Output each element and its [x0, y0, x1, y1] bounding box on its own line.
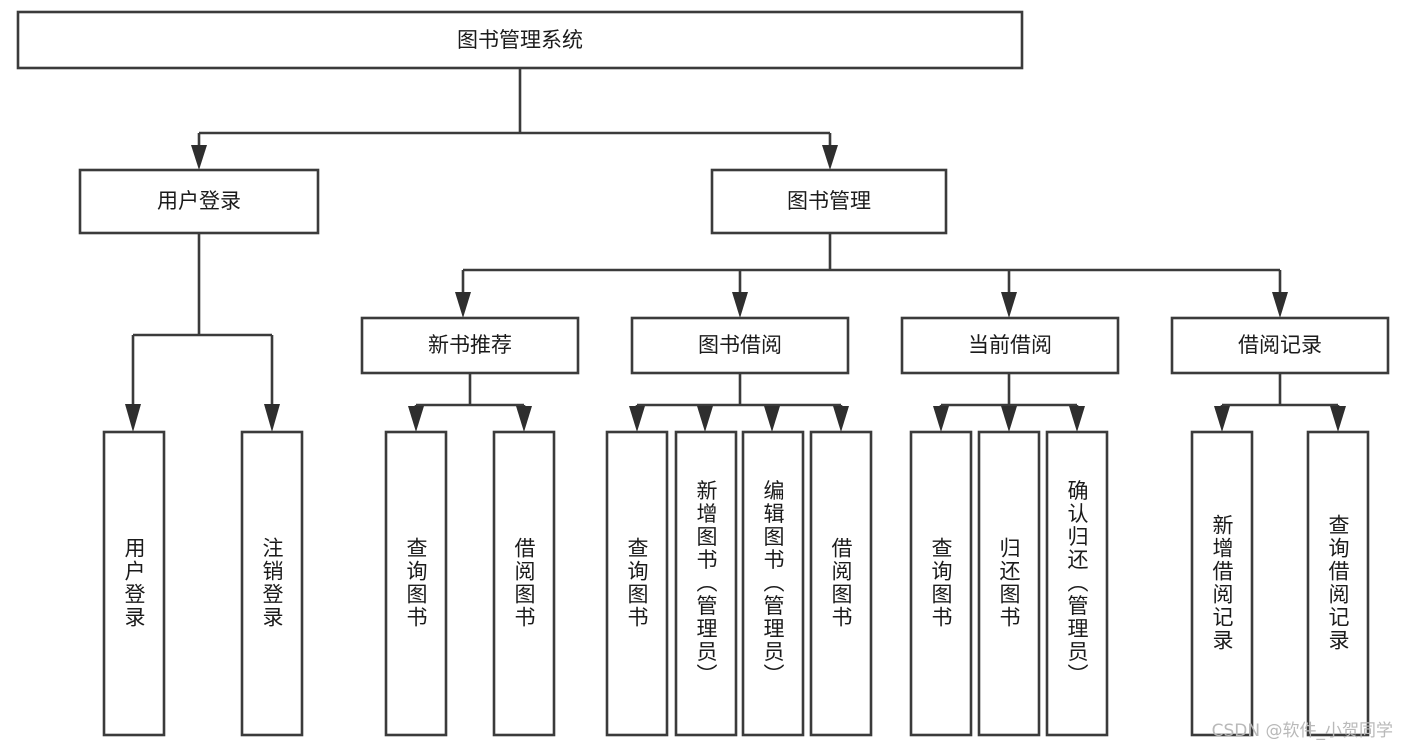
leaf-record-add[interactable]: 新增借阅记录	[1190, 430, 1254, 737]
leaf-record-query-label: 查询借阅记录	[1326, 514, 1350, 652]
leaf-newbook-query-book[interactable]: 查询图书	[384, 430, 448, 737]
node-user-login[interactable]: 用户登录	[78, 168, 320, 235]
arrow-head-current-l2	[1001, 406, 1017, 432]
connector-group-book-management	[455, 233, 1288, 318]
leaf-record-add-rect[interactable]	[1190, 430, 1254, 737]
arrow-head-newbook-l1	[408, 406, 424, 432]
node-current-borrow-label: 当前借阅	[968, 333, 1052, 357]
arrow-head-login-leaf1	[125, 404, 141, 432]
leaf-borrow-query-book-label: 查询图书	[625, 537, 649, 629]
arrow-head-current-l3	[1069, 406, 1085, 432]
leaf-current-return-book[interactable]: 归还图书	[977, 430, 1041, 737]
leaf-user-login-query-rect[interactable]	[102, 430, 166, 737]
arrow-head-borrow-l3	[764, 406, 780, 432]
leaf-newbook-borrow-book-label: 借阅图书	[512, 537, 536, 629]
leaf-record-query-rect[interactable]	[1306, 430, 1370, 737]
leaf-user-logout-label: 注销登录	[260, 537, 284, 629]
leaf-borrow-edit-book-label: 编辑图书（管理员）	[761, 480, 785, 687]
node-book-borrow-rect[interactable]	[630, 316, 850, 375]
connector-group-borrow-record	[1214, 373, 1346, 432]
leaf-current-confirm-return-label: 确认归还（管理员）	[1065, 480, 1089, 687]
node-new-book-recommend[interactable]: 新书推荐	[360, 316, 580, 375]
leaf-newbook-query-book-rect[interactable]	[384, 430, 448, 737]
node-root-system-label: 图书管理系统	[457, 28, 583, 52]
arrow-head-record-l2	[1330, 406, 1346, 432]
node-user-login-label: 用户登录	[157, 189, 241, 213]
leaf-borrow-borrow-book-label: 借阅图书	[829, 537, 853, 629]
connector-group-user-login	[125, 233, 280, 432]
leaf-record-query[interactable]: 查询借阅记录	[1306, 430, 1370, 737]
node-root-system[interactable]: 图书管理系统	[16, 10, 1024, 70]
arrow-head-borrow-l4	[833, 406, 849, 432]
node-root-system-rect[interactable]	[16, 10, 1024, 70]
connector-group-book-borrow	[629, 373, 849, 432]
connector-group-current-borrow	[933, 373, 1085, 432]
arrow-head-root-to-bookmgmt	[822, 145, 838, 170]
leaf-borrow-borrow-book-rect[interactable]	[809, 430, 873, 737]
leaf-current-query-book-label: 查询图书	[929, 537, 953, 629]
node-book-management-label: 图书管理	[787, 189, 871, 213]
node-book-borrow[interactable]: 图书借阅	[630, 316, 850, 375]
arrow-head-root-to-login	[191, 145, 207, 170]
leaf-user-logout[interactable]: 注销登录	[240, 430, 304, 737]
node-current-borrow-rect[interactable]	[900, 316, 1120, 375]
connector-group-new-book	[408, 373, 532, 432]
leaf-current-return-book-rect[interactable]	[977, 430, 1041, 737]
arrow-head-current-l1	[933, 406, 949, 432]
node-borrow-record-rect[interactable]	[1170, 316, 1390, 375]
node-new-book-recommend-rect[interactable]	[360, 316, 580, 375]
arrow-head-borrow-l1	[629, 406, 645, 432]
leaf-user-login-query-label: 用户登录	[122, 537, 146, 629]
leaf-user-logout-rect[interactable]	[240, 430, 304, 737]
arrow-head-record-l1	[1214, 406, 1230, 432]
node-current-borrow[interactable]: 当前借阅	[900, 316, 1120, 375]
arrow-head-bookmgmt-c4	[1272, 292, 1288, 318]
leaf-borrow-query-book-rect[interactable]	[605, 430, 669, 737]
leaf-borrow-add-book-label: 新增图书（管理员）	[694, 480, 718, 687]
leaf-borrow-borrow-book[interactable]: 借阅图书	[809, 430, 873, 737]
arrow-head-bookmgmt-c2	[732, 292, 748, 318]
node-borrow-record-label: 借阅记录	[1238, 333, 1322, 357]
leaf-newbook-query-book-label: 查询图书	[404, 537, 428, 629]
arrow-head-newbook-l2	[516, 406, 532, 432]
node-book-management[interactable]: 图书管理	[710, 168, 948, 235]
leaf-newbook-borrow-book-rect[interactable]	[492, 430, 556, 737]
leaf-newbook-borrow-book[interactable]: 借阅图书	[492, 430, 556, 737]
leaf-current-query-book-rect[interactable]	[909, 430, 973, 737]
leaf-borrow-query-book[interactable]: 查询图书	[605, 430, 669, 737]
leaf-record-add-label: 新增借阅记录	[1210, 514, 1234, 652]
leaf-current-confirm-return-rect[interactable]	[1045, 430, 1109, 737]
arrow-head-bookmgmt-c1	[455, 292, 471, 318]
leaf-borrow-edit-book[interactable]: 编辑图书（管理员）	[741, 430, 805, 737]
leaf-current-return-book-label: 归还图书	[997, 537, 1021, 629]
leaf-borrow-add-book[interactable]: 新增图书（管理员）	[674, 430, 738, 737]
node-book-management-rect[interactable]	[710, 168, 948, 235]
leaf-current-query-book[interactable]: 查询图书	[909, 430, 973, 737]
node-borrow-record[interactable]: 借阅记录	[1170, 316, 1390, 375]
node-user-login-rect[interactable]	[78, 168, 320, 235]
arrow-head-login-leaf2	[264, 404, 280, 432]
arrow-head-borrow-l2	[697, 406, 713, 432]
connector-group-root	[191, 68, 838, 170]
leaf-borrow-edit-book-rect[interactable]	[741, 430, 805, 737]
arrow-head-bookmgmt-c3	[1001, 292, 1017, 318]
node-new-book-recommend-label: 新书推荐	[428, 333, 512, 357]
leaf-borrow-add-book-rect[interactable]	[674, 430, 738, 737]
leaf-user-login-query[interactable]: 用户登录	[102, 430, 166, 737]
node-book-borrow-label: 图书借阅	[698, 333, 782, 357]
leaf-current-confirm-return[interactable]: 确认归还（管理员）	[1045, 430, 1109, 737]
